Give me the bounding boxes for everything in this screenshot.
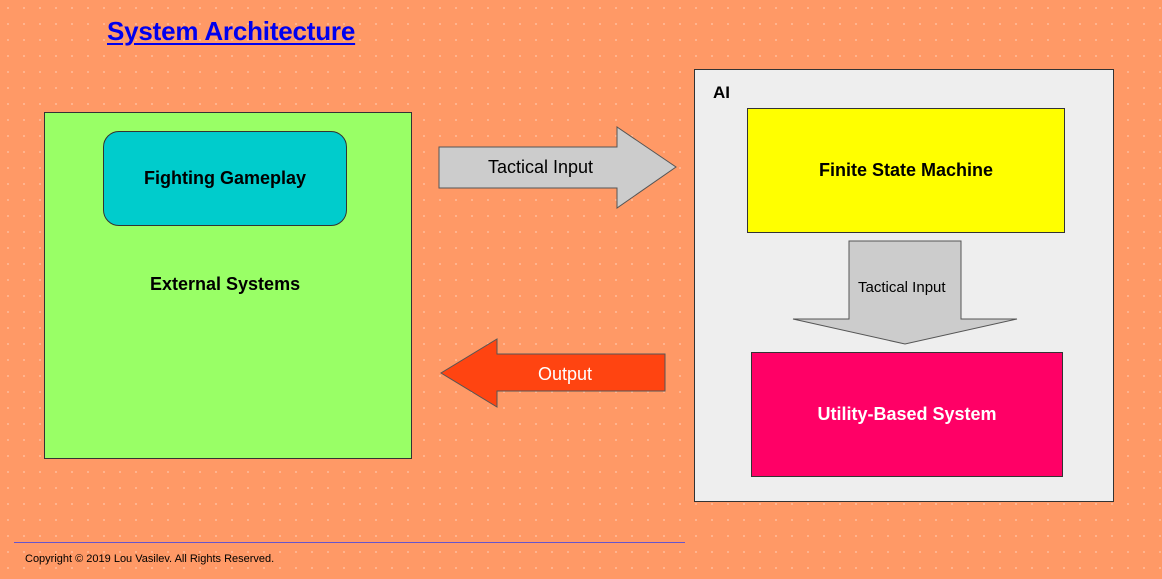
fighting-gameplay-box: Fighting Gameplay	[103, 131, 347, 226]
footer-divider	[14, 542, 685, 543]
utility-based-system-box: Utility-Based System	[751, 352, 1063, 477]
output-arrow-label: Output	[538, 364, 593, 384]
output-arrow	[440, 338, 666, 408]
copyright-text: Copyright © 2019 Lou Vasilev. All Rights…	[25, 553, 275, 565]
fighting-gameplay-label: Fighting Gameplay	[143, 168, 307, 188]
ai-label: AI	[713, 83, 730, 102]
down-arrow-label: Tactical Input	[858, 279, 946, 296]
fsm-label: Finite State Machine	[818, 160, 994, 180]
finite-state-machine-box: Finite State Machine	[747, 108, 1065, 233]
tactical-input-arrow	[438, 126, 677, 209]
ubs-label: Utility-Based System	[817, 404, 997, 424]
page-title: System Architecture	[107, 16, 356, 46]
tactical-input-arrow-label: Tactical Input	[488, 157, 594, 177]
down-tactical-input-arrow	[792, 240, 1018, 345]
external-systems-label: External Systems	[150, 274, 301, 294]
